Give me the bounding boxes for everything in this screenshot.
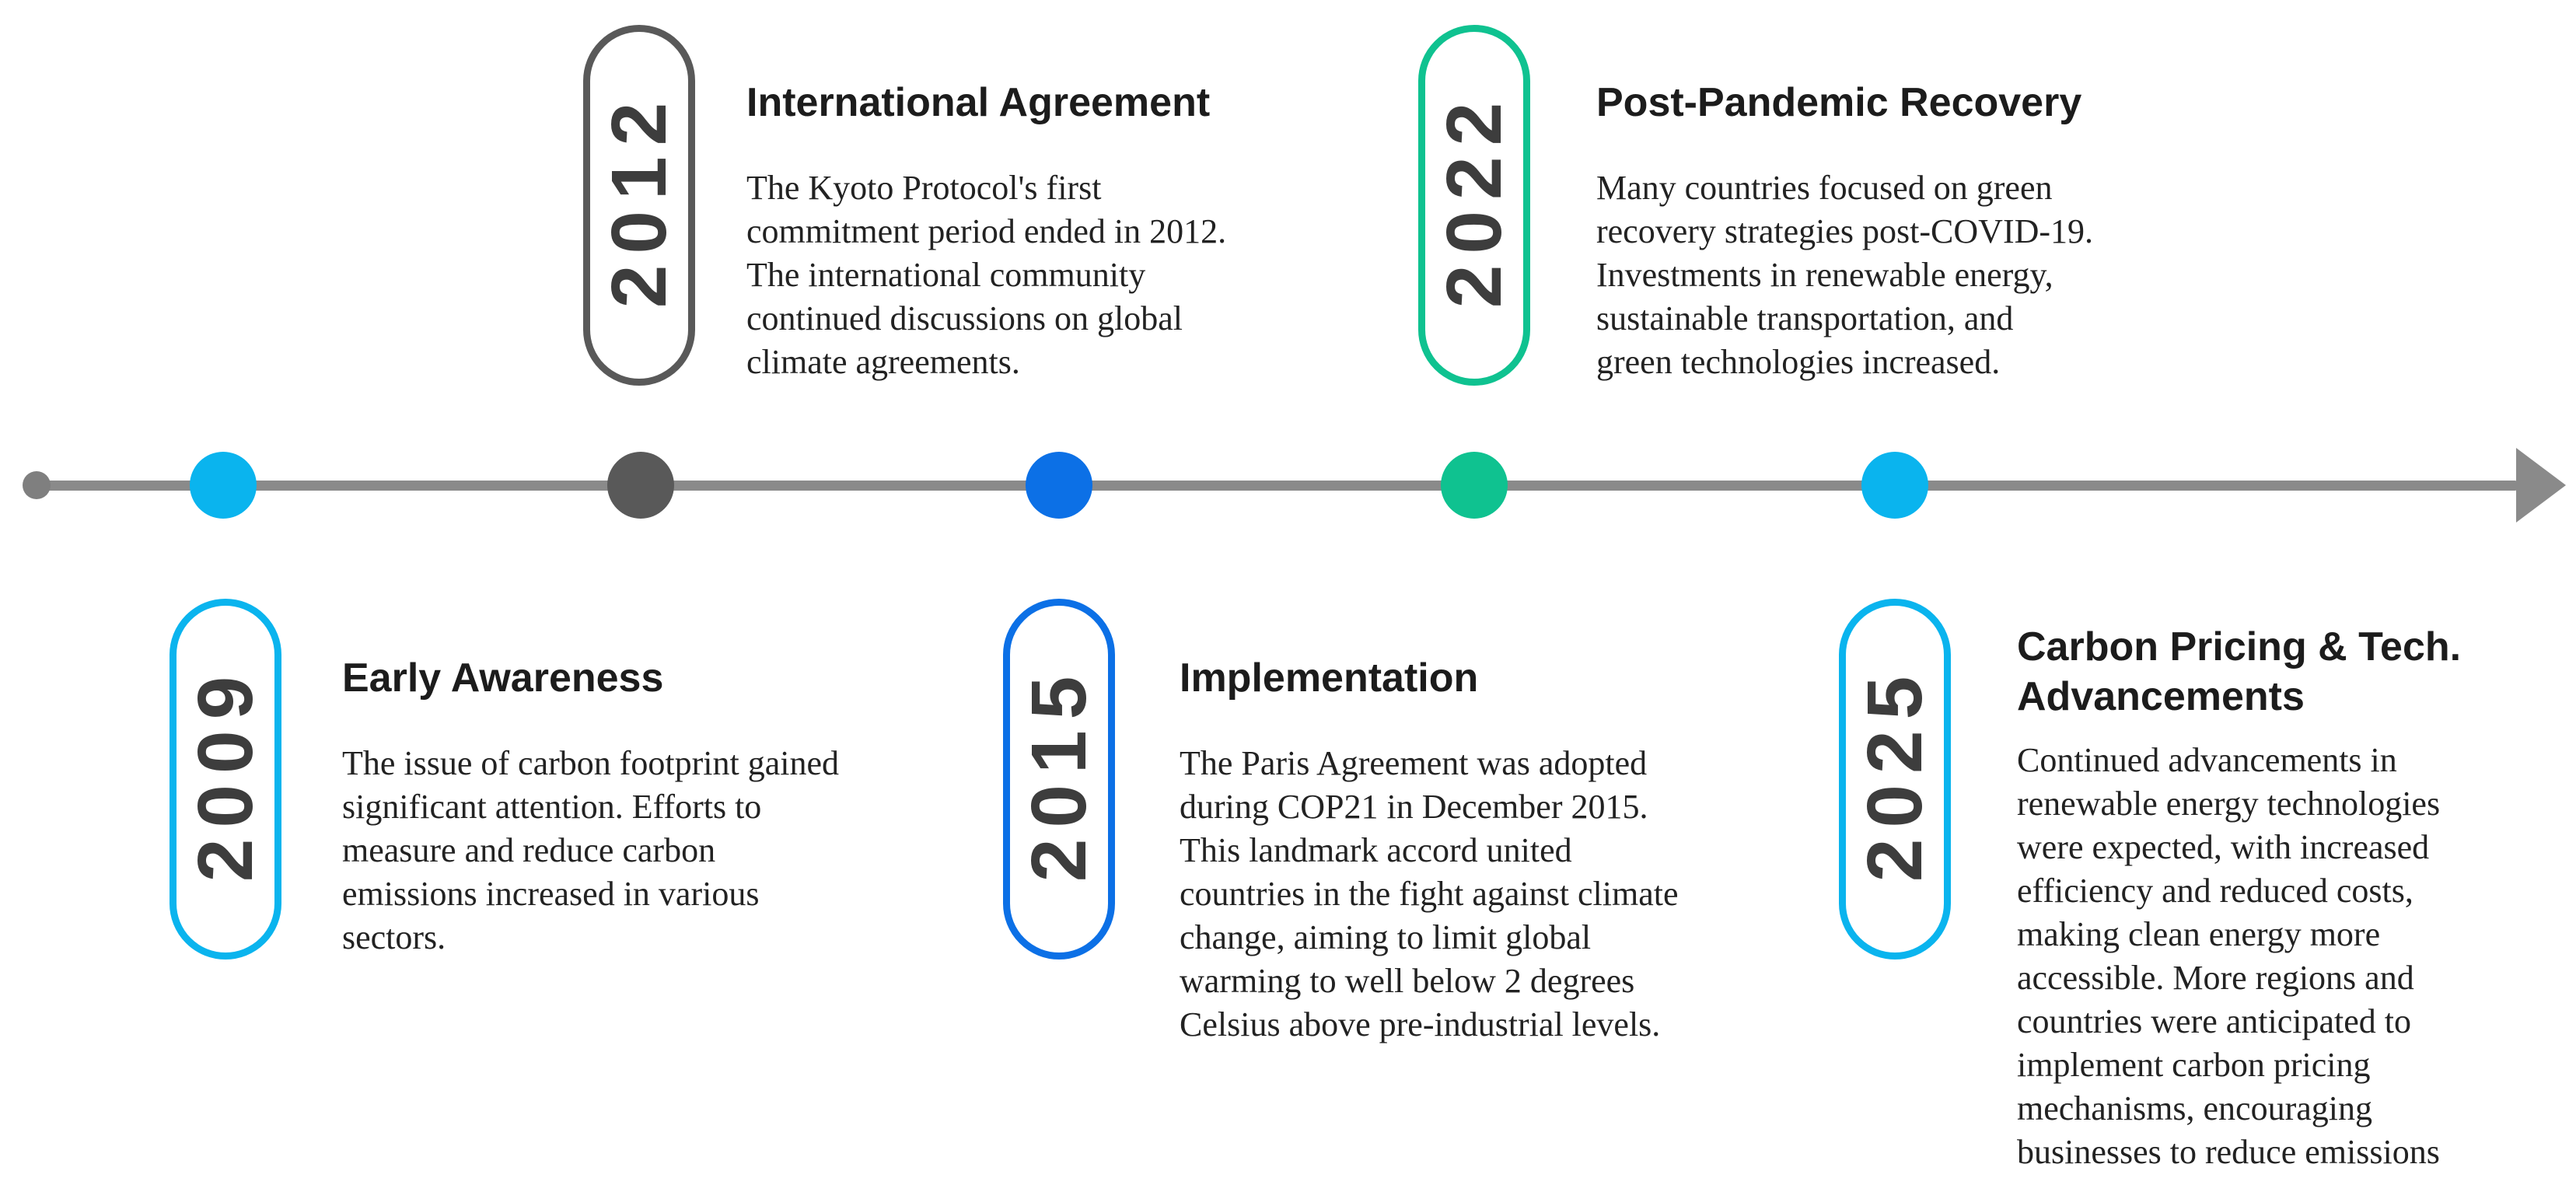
timeline-dot-2022 (1441, 452, 1508, 519)
year-pill-2009: 2009 (170, 599, 281, 960)
timeline-arrow-icon (2516, 448, 2566, 523)
event-title: Post-Pandemic Recovery (1596, 80, 2082, 125)
year-label: 2022 (1431, 91, 1518, 309)
year-pill-2025: 2025 (1839, 599, 1951, 960)
year-label: 2009 (182, 665, 269, 883)
timeline-dot-2012 (607, 452, 674, 519)
timeline-start-dot (23, 471, 51, 499)
event-description: The issue of carbon footprint gained sig… (342, 744, 840, 956)
event-description: The Paris Agreement was adopted during C… (1180, 744, 1679, 1043)
timeline-dot-2025 (1861, 452, 1928, 519)
timeline-dot-2015 (1026, 452, 1092, 519)
event-text-2009: Early Awareness The issue of carbon foot… (342, 653, 980, 960)
event-description: Continued advancements in renewable ener… (2017, 741, 2441, 1171)
timeline-line (37, 481, 2519, 491)
event-title: International Agreement (746, 80, 1211, 125)
year-label: 2012 (596, 91, 683, 309)
event-text-2015: Implementation The Paris Agreement was a… (1180, 653, 1817, 1047)
timeline-dot-2009 (190, 452, 257, 519)
year-pill-2015: 2015 (1003, 599, 1115, 960)
event-description: Many countries focused on green recovery… (1596, 169, 2094, 381)
event-description: The Kyoto Protocol's first commitment pe… (746, 169, 1227, 381)
event-title: Early Awareness (342, 655, 664, 701)
year-label: 2015 (1015, 665, 1103, 883)
event-title: Carbon Pricing & Tech. Advancements (2017, 624, 2462, 719)
year-pill-2022: 2022 (1418, 25, 1530, 386)
year-label: 2025 (1851, 665, 1938, 883)
year-pill-2012: 2012 (583, 25, 695, 386)
event-text-2025: Carbon Pricing & Tech. Advancements Cont… (2017, 622, 2561, 1174)
event-text-2022: Post-Pandemic Recovery Many countries fo… (1596, 78, 2234, 384)
event-title: Implementation (1180, 655, 1479, 701)
event-text-2012: International Agreement The Kyoto Protoc… (746, 78, 1384, 384)
